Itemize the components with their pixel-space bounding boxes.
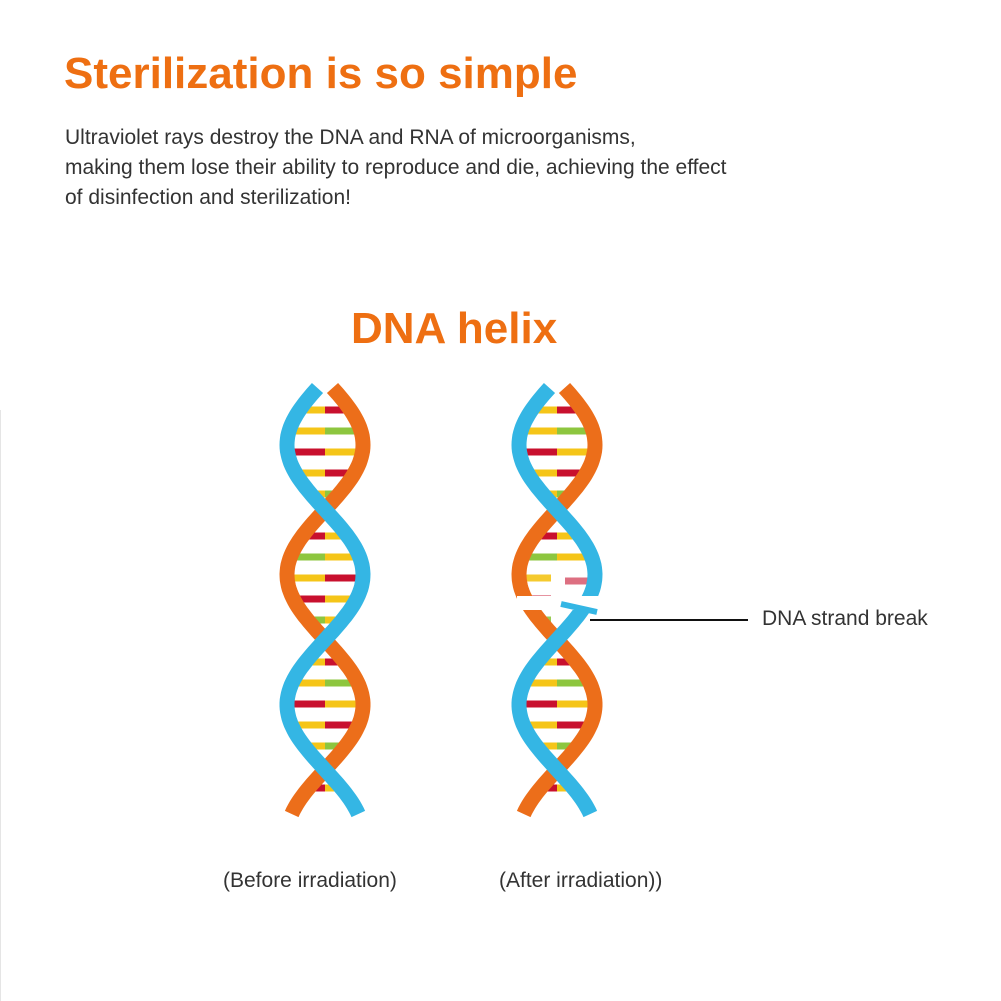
strand-break-label: DNA strand break: [762, 607, 928, 630]
before-irradiation-caption: (Before irradiation): [223, 869, 397, 892]
orange-strand: [279, 382, 371, 818]
description-line-3: of disinfection and sterilization!: [65, 186, 351, 209]
dna-helix-after: [511, 382, 612, 818]
page-title: Sterilization is so simple: [64, 49, 578, 98]
after-irradiation-caption: (After irradiation)): [499, 869, 663, 892]
dna-helix-before: [279, 382, 371, 818]
description-line-2: making them lose their ability to reprod…: [65, 156, 727, 179]
description: Ultraviolet rays destroy the DNA and RNA…: [65, 123, 885, 213]
blue-strand: [279, 382, 371, 818]
page-edge-divider: [0, 410, 1, 1001]
broken-strand-fragment: [560, 601, 598, 615]
description-line-1: Ultraviolet rays destroy the DNA and RNA…: [65, 126, 636, 149]
diagram-title: DNA helix: [351, 304, 558, 353]
